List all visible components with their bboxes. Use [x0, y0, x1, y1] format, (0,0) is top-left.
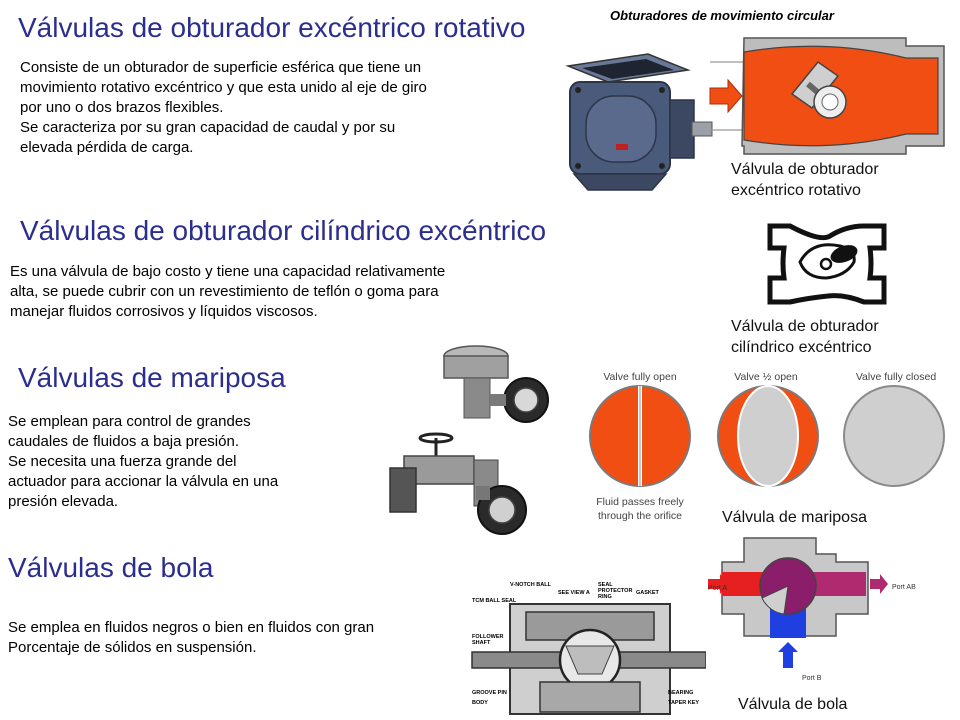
caption-line: cilíndrico excéntrico	[731, 338, 872, 356]
heading-mariposa: Válvulas de mariposa	[18, 362, 286, 393]
port-ab-label: Port AB	[892, 584, 916, 591]
text-line: actuador para accionar la válvula en una	[8, 472, 279, 490]
heading-cilindrico-excentrico: Válvulas de obturador cilíndrico excéntr…	[20, 215, 547, 246]
fluid-note-line: through the orifice	[598, 510, 682, 522]
caption-line: Válvula de obturador	[731, 161, 879, 178]
cutaway-label: SHAFT	[472, 640, 491, 646]
text-line: alta, se puede cubrir con un revestimien…	[10, 282, 439, 300]
label-fully-open: Valve fully open	[603, 371, 677, 383]
text-line: Porcentaje de sólidos en suspensión.	[8, 638, 257, 656]
ball-valve-cutaway: V-NOTCH BALL SEE VIEW A SEAL PROTECTOR R…	[471, 582, 706, 715]
fluid-note-line: Fluid passes freely	[596, 496, 684, 508]
text-line: Consiste de un obturador de superficie e…	[20, 59, 422, 76]
butterfly-valve-photo	[389, 345, 549, 535]
heading-excentrico-rotativo: Válvulas de obturador excéntrico rotativ…	[18, 12, 526, 43]
section-tag: Obturadores de movimiento circular	[610, 8, 834, 23]
cutaway-label: FOLLOWER	[472, 634, 503, 640]
three-way-ball-diagram: Port A Port AB Port B	[708, 537, 916, 682]
caption-mariposa: Válvula de mariposa	[722, 509, 867, 526]
cutaway-label: PROTECTOR	[598, 588, 632, 594]
cutaway-label: BEARING	[668, 690, 693, 696]
caption-cilindrico-excentrico: Válvula de obturador cilíndrico excéntri…	[731, 317, 879, 359]
text-line: Se emplean para control de grandes	[8, 413, 251, 430]
text-mariposa: Se emplean para control de grandes cauda…	[8, 412, 278, 512]
cutaway-label: TCM BALL SEAL	[472, 598, 517, 604]
label-half-open: Valve ½ open	[734, 371, 798, 383]
cutaway-label: GASKET	[636, 590, 660, 596]
cylindrical-eccentric-diagram	[767, 223, 887, 305]
cutaway-label: BODY	[472, 700, 488, 706]
port-a-label: Port A	[708, 585, 727, 592]
caption-bola: Válvula de bola	[738, 696, 848, 713]
text-line: caudales de fluidos a baja presión.	[8, 432, 239, 450]
text-line: Es una válvula de bajo costo y tiene una…	[10, 263, 446, 280]
text-line: movimiento rotativo excéntrico y que est…	[20, 78, 427, 96]
label-fully-closed: Valve fully closed	[856, 371, 937, 383]
text-line: por uno o dos brazos flexibles.	[20, 98, 224, 116]
rotary-valve-photo	[565, 53, 713, 191]
text-excentrico-rotativo: Consiste de un obturador de superficie e…	[20, 58, 427, 158]
caption-line: Válvula de obturador	[731, 318, 879, 335]
caption-line: excéntrico rotativo	[731, 181, 861, 199]
cutaway-label: RING	[598, 594, 612, 600]
caption-excentrico-rotativo: Válvula de obturador excéntrico rotativo	[731, 160, 879, 202]
heading-bola: Válvulas de bola	[8, 552, 214, 583]
text-cilindrico-excentrico: Es una válvula de bajo costo y tiene una…	[10, 262, 445, 322]
text-line: presión elevada.	[8, 492, 119, 510]
cutaway-label: SEE VIEW A	[558, 590, 590, 596]
text-line: Se caracteriza por su gran capacidad de …	[20, 118, 396, 136]
text-line: elevada pérdida de carga.	[20, 138, 194, 156]
cutaway-label: TAPER KEY	[668, 700, 699, 706]
text-line: Se emplea en fluidos negros o bien en fl…	[8, 619, 375, 636]
cutaway-label: GROOVE PIN	[472, 690, 507, 696]
eccentric-rotary-diagram	[709, 37, 945, 155]
port-b-label: Port B	[802, 675, 822, 682]
text-line: Se necesita una fuerza grande del	[8, 452, 237, 470]
text-line: manejar fluidos corrosivos y líquidos vi…	[10, 302, 318, 320]
text-bola: Se emplea en fluidos negros o bien en fl…	[8, 618, 374, 658]
cutaway-label: SEAL	[598, 582, 613, 588]
butterfly-diagram: Valve fully open Valve ½ open Valve full…	[589, 371, 945, 522]
cutaway-label: V-NOTCH BALL	[510, 582, 552, 588]
